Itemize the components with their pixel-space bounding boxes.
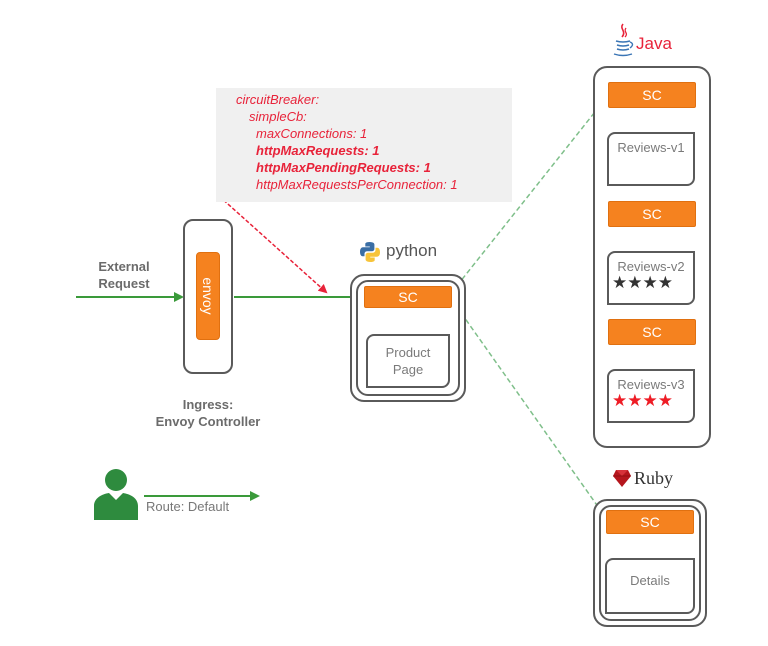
star-icon: ★ xyxy=(612,273,628,292)
reviews-v2-sidecar[interactable]: SC xyxy=(608,201,696,227)
config-line: httpMaxRequests: 1 xyxy=(256,143,380,158)
circuit-breaker-pointer-arrow xyxy=(218,195,328,294)
ruby-logo: Ruby xyxy=(612,466,692,492)
star-icon: ★ xyxy=(627,391,643,410)
details-sidecar[interactable]: SC xyxy=(606,510,694,534)
productpage-sidecar[interactable]: SC xyxy=(364,286,452,308)
reviews-v2-service[interactable]: Reviews-v2 ★★★★ xyxy=(607,251,695,305)
ingress-caption: Ingress: Envoy Controller xyxy=(140,396,276,430)
reviews-v1-service[interactable]: Reviews-v1 xyxy=(607,132,695,186)
config-line: circuitBreaker: xyxy=(236,92,320,107)
config-line: httpMaxRequestsPerConnection: 1 xyxy=(256,177,458,192)
route-default-label: Route: Default xyxy=(146,499,230,514)
java-label: Java xyxy=(636,34,672,53)
star-icon: ★ xyxy=(657,273,673,292)
reviews-v2-stars: ★★★★ xyxy=(609,274,693,292)
productpage-to-reviews-arrow xyxy=(451,91,612,293)
star-icon: ★ xyxy=(642,391,658,410)
reviews-v1-sidecar[interactable]: SC xyxy=(608,82,696,108)
envoy-label: envoy xyxy=(200,277,216,315)
python-icon xyxy=(360,242,380,262)
details-service[interactable]: Details xyxy=(605,558,695,614)
java-icon xyxy=(613,23,634,57)
star-icon: ★ xyxy=(627,273,643,292)
reviews-v3-sidecar[interactable]: SC xyxy=(608,319,696,345)
java-logo: Java xyxy=(612,22,692,62)
python-label: python xyxy=(386,241,438,260)
productpage-service[interactable]: Product Page xyxy=(366,334,450,388)
config-line: simpleCb: xyxy=(249,109,307,124)
circuit-breaker-config: circuitBreaker: simpleCb: maxConnections… xyxy=(216,88,512,202)
star-icon: ★ xyxy=(612,391,628,410)
user-icon xyxy=(94,469,138,520)
reviews-v3-service[interactable]: Reviews-v3 ★★★★ xyxy=(607,369,695,423)
details-pod-inner xyxy=(599,505,701,621)
star-icon: ★ xyxy=(642,273,658,292)
reviews-v1-label: Reviews-v1 xyxy=(617,140,685,155)
ruby-label: Ruby xyxy=(634,468,674,488)
envoy-proxy[interactable]: envoy xyxy=(196,252,220,340)
reviews-v3-label: Reviews-v3 xyxy=(617,377,685,392)
config-line: httpMaxPendingRequests: 1 xyxy=(256,160,431,175)
ingress-caption-line2: Envoy Controller xyxy=(155,414,261,429)
star-icon: ★ xyxy=(657,391,673,410)
productpage-pod-inner xyxy=(356,280,460,396)
ingress-caption-line1: Ingress: xyxy=(182,397,234,412)
external-request-label: External Request xyxy=(98,259,150,291)
productpage-to-details-arrow xyxy=(451,299,608,520)
config-line: maxConnections: 1 xyxy=(256,126,368,141)
reviews-v2-label: Reviews-v2 xyxy=(617,259,685,274)
python-logo: python xyxy=(358,240,458,266)
ruby-icon xyxy=(613,470,631,487)
reviews-v3-stars: ★★★★ xyxy=(609,392,693,410)
